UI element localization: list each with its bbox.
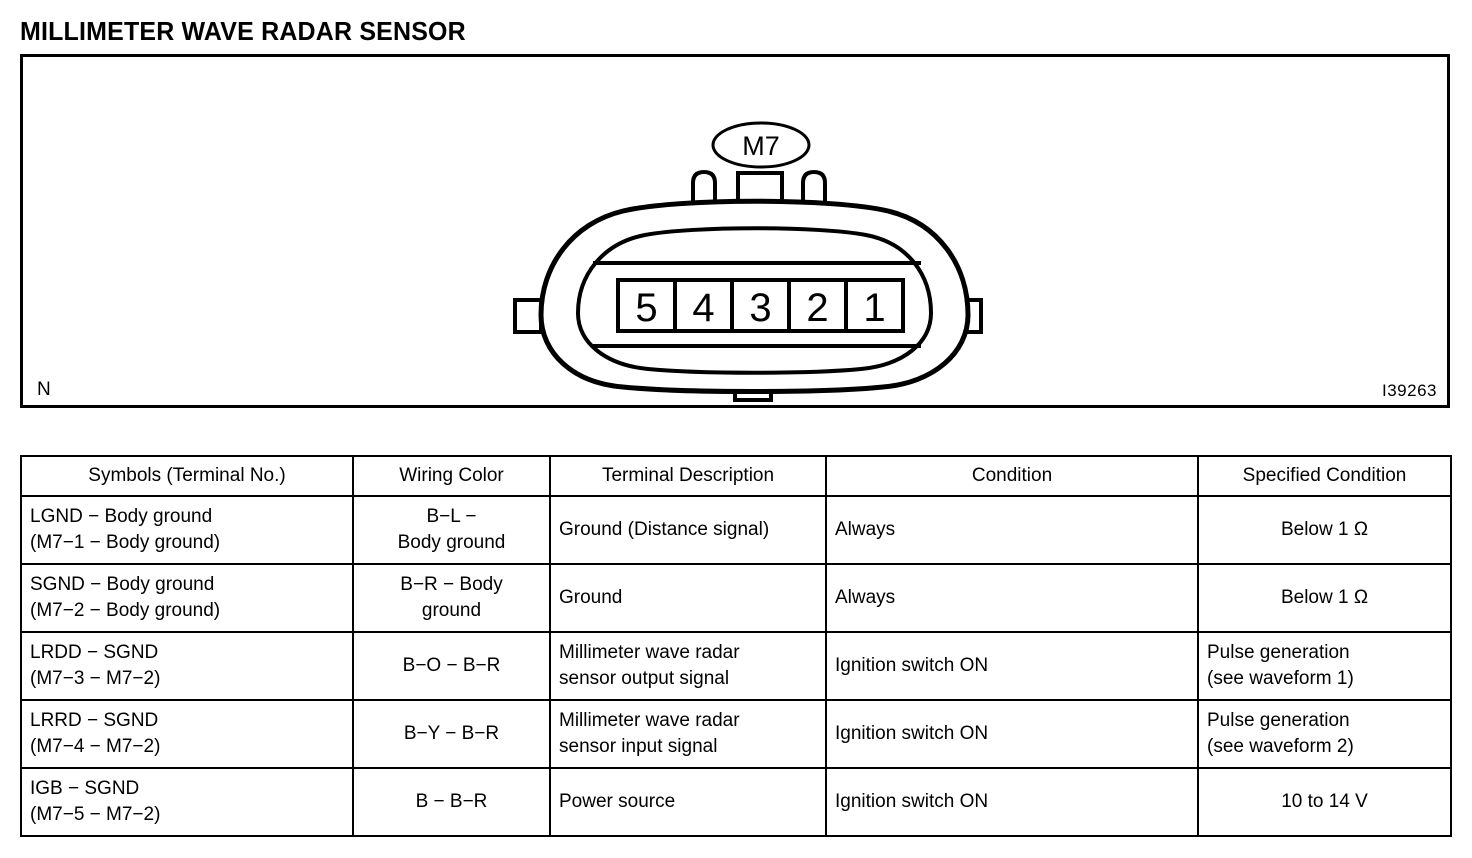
connector-id-label: M7 — [742, 131, 780, 161]
table-header-row: Symbols (Terminal No.) Wiring Color Term… — [20, 455, 1452, 497]
specified-line-1: Pulse generation — [1207, 642, 1350, 664]
connector-top-tab-right — [801, 169, 827, 205]
connector-diagram: M7 5 4 3 — [503, 115, 1003, 415]
cell-symbols: LGND − Body ground (M7−1 − Body ground) — [20, 495, 354, 565]
description-line-1: Millimeter wave radar — [559, 710, 740, 732]
symbols-line-2: (M7−1 − Body ground) — [30, 532, 221, 553]
specified-line-1: Below 1 Ω — [1280, 519, 1369, 541]
description-line-2: sensor output signal — [559, 668, 730, 689]
cell-condition: Always — [825, 563, 1199, 633]
symbols-line-2: (M7−4 − M7−2) — [30, 736, 161, 757]
terminal-cell-1 — [844, 278, 905, 333]
connector-top-tab-center — [736, 171, 784, 205]
wiring-line-1: B−R − Body — [400, 574, 503, 596]
wiring-line-2: ground — [421, 600, 482, 621]
table-row: LRRD − SGND (M7−4 − M7−2) B−Y − B−R Mill… — [20, 699, 1452, 769]
symbols-line-1: LRDD − SGND — [30, 642, 159, 664]
description-line-2: sensor input signal — [559, 736, 718, 757]
figure-image-code: I39263 — [1382, 381, 1437, 400]
specified-line-2: (see waveform 2) — [1207, 736, 1354, 757]
description-line-1: Ground — [559, 587, 623, 609]
wiring-line-1: B − B−R — [415, 791, 488, 813]
cell-symbols: SGND − Body ground (M7−2 − Body ground) — [20, 563, 354, 633]
cell-terminal-description: Millimeter wave radar sensor output sign… — [549, 631, 827, 701]
wiring-line-1: B−O − B−R — [402, 655, 501, 677]
cell-wiring-color: B − B−R — [352, 767, 551, 837]
cell-condition: Ignition switch ON — [825, 631, 1199, 701]
specified-line-2: (see waveform 1) — [1207, 668, 1354, 689]
connector-side-tab-left — [513, 298, 543, 334]
table-row: SGND − Body ground (M7−2 − Body ground) … — [20, 563, 1452, 633]
symbols-line-1: LRRD − SGND — [30, 710, 159, 732]
table-row: IGB − SGND (M7−5 − M7−2) B − B−R Power s… — [20, 767, 1452, 837]
symbols-line-1: LGND − Body ground — [30, 506, 213, 528]
terminal-label-1: 1 — [863, 286, 885, 330]
cell-terminal-description: Ground — [549, 563, 827, 633]
specified-line-1: 10 to 14 V — [1281, 791, 1368, 813]
terminal-label-4: 4 — [692, 286, 714, 330]
terminal-cell-4 — [673, 278, 734, 333]
figure-caption-left: N — [37, 379, 51, 400]
terminal-label-5: 5 — [635, 286, 657, 330]
connector-figure-frame: M7 5 4 3 — [20, 54, 1450, 408]
symbols-line-1: IGB − SGND — [30, 778, 140, 800]
specified-line-1: Pulse generation — [1207, 710, 1350, 732]
cell-condition: Ignition switch ON — [825, 767, 1199, 837]
cell-specified-condition: Pulse generation (see waveform 1) — [1197, 631, 1452, 701]
column-header-wiring-color: Wiring Color — [352, 455, 551, 497]
description-line-1: Millimeter wave radar — [559, 642, 740, 664]
wiring-line-1: B−Y − B−R — [403, 723, 500, 745]
cell-wiring-color: B−O − B−R — [352, 631, 551, 701]
specified-line-1: Below 1 Ω — [1280, 587, 1369, 609]
terminal-row: 5 4 3 2 1 — [616, 278, 905, 333]
connector-id-oval — [711, 121, 811, 169]
cell-terminal-description: Ground (Distance signal) — [549, 495, 827, 565]
table-row: LRDD − SGND (M7−3 − M7−2) B−O − B−R Mill… — [20, 631, 1452, 701]
cell-symbols: LRDD − SGND (M7−3 − M7−2) — [20, 631, 354, 701]
column-header-symbols: Symbols (Terminal No.) — [20, 455, 354, 497]
table-row: LGND − Body ground (M7−1 − Body ground) … — [20, 495, 1452, 565]
wiring-line-2: Body ground — [397, 532, 506, 553]
cell-wiring-color: B−R − Body ground — [352, 563, 551, 633]
cell-specified-condition: Below 1 Ω — [1197, 495, 1452, 565]
column-header-specified-condition: Specified Condition — [1197, 455, 1452, 497]
symbols-line-2: (M7−2 − Body ground) — [30, 600, 221, 621]
cell-symbols: LRRD − SGND (M7−4 − M7−2) — [20, 699, 354, 769]
wiring-line-1: B−L − — [426, 506, 477, 528]
cell-specified-condition: Below 1 Ω — [1197, 563, 1452, 633]
cell-symbols: IGB − SGND (M7−5 − M7−2) — [20, 767, 354, 837]
column-header-terminal-description: Terminal Description — [549, 455, 827, 497]
cell-condition: Ignition switch ON — [825, 699, 1199, 769]
column-header-condition: Condition — [825, 455, 1199, 497]
cell-condition: Always — [825, 495, 1199, 565]
cell-terminal-description: Millimeter wave radar sensor input signa… — [549, 699, 827, 769]
cell-specified-condition: Pulse generation (see waveform 2) — [1197, 699, 1452, 769]
cell-wiring-color: B−Y − B−R — [352, 699, 551, 769]
connector-top-tab-left — [691, 169, 717, 205]
cell-specified-condition: 10 to 14 V — [1197, 767, 1452, 837]
connector-drawing: M7 5 4 3 — [513, 121, 983, 402]
page-title: MILLIMETER WAVE RADAR SENSOR — [20, 16, 466, 46]
terminal-cell-5 — [616, 278, 677, 333]
cell-wiring-color: B−L − Body ground — [352, 495, 551, 565]
description-line-1: Ground (Distance signal) — [559, 519, 770, 541]
cell-terminal-description: Power source — [549, 767, 827, 837]
symbols-line-2: (M7−3 − M7−2) — [30, 668, 161, 689]
terminal-label-3: 3 — [749, 286, 771, 330]
symbols-line-2: (M7−5 − M7−2) — [30, 804, 161, 825]
terminal-cell-3 — [730, 278, 791, 333]
terminal-label-2: 2 — [806, 286, 828, 330]
description-line-1: Power source — [559, 791, 676, 813]
terminal-spec-table: Symbols (Terminal No.) Wiring Color Term… — [20, 455, 1452, 837]
symbols-line-1: SGND − Body ground — [30, 574, 215, 596]
